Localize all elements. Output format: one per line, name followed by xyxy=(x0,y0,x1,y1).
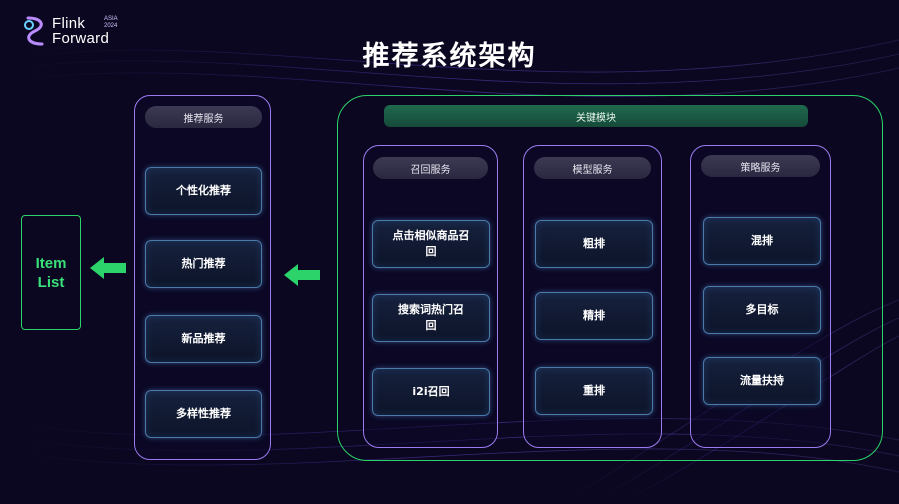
node-coarse-rank: 粗排 xyxy=(535,220,653,268)
page-title: 推荐系统架构 xyxy=(362,41,537,72)
node-fine-rank: 精排 xyxy=(535,292,653,340)
item-list-box: Item List xyxy=(21,215,81,330)
node-diversity: 多样性推荐 xyxy=(145,390,262,438)
logo-badge-line2: 2024 xyxy=(104,22,118,29)
arrow-left-icon xyxy=(284,264,320,286)
key-modules-container xyxy=(337,95,883,461)
node-traffic-support: 流量扶持 xyxy=(703,357,821,405)
flink-logo-icon xyxy=(24,16,44,46)
logo-text-line2: Forward xyxy=(52,30,110,47)
model-service-header: 模型服务 xyxy=(534,157,651,179)
node-new: 新品推荐 xyxy=(145,315,262,363)
recommend-service-header: 推荐服务 xyxy=(145,106,262,128)
node-rerank: 重排 xyxy=(535,367,653,415)
logo-text-line1: Flink xyxy=(52,15,86,32)
key-modules-header: 关键模块 xyxy=(384,105,808,127)
arrow-left-icon xyxy=(90,257,126,279)
node-i2i-recall: i2i召回 xyxy=(372,368,490,416)
node-click-similar-recall: 点击相似商品召回 xyxy=(372,220,490,268)
strategy-service-header: 策略服务 xyxy=(701,155,820,177)
logo-badge: ASIA 2024 xyxy=(104,16,118,29)
node-search-hot-recall: 搜索词热门召回 xyxy=(372,294,490,342)
node-hot: 热门推荐 xyxy=(145,240,262,288)
item-list-label: Item List xyxy=(35,254,67,291)
flink-forward-logo: Flink Forward ASIA 2024 xyxy=(22,14,142,48)
node-multi-objective: 多目标 xyxy=(703,286,821,334)
node-personalized: 个性化推荐 xyxy=(145,167,262,215)
node-mixed-rank: 混排 xyxy=(703,217,821,265)
recall-service-header: 召回服务 xyxy=(373,157,488,179)
logo-badge-line1: ASIA xyxy=(104,16,118,22)
